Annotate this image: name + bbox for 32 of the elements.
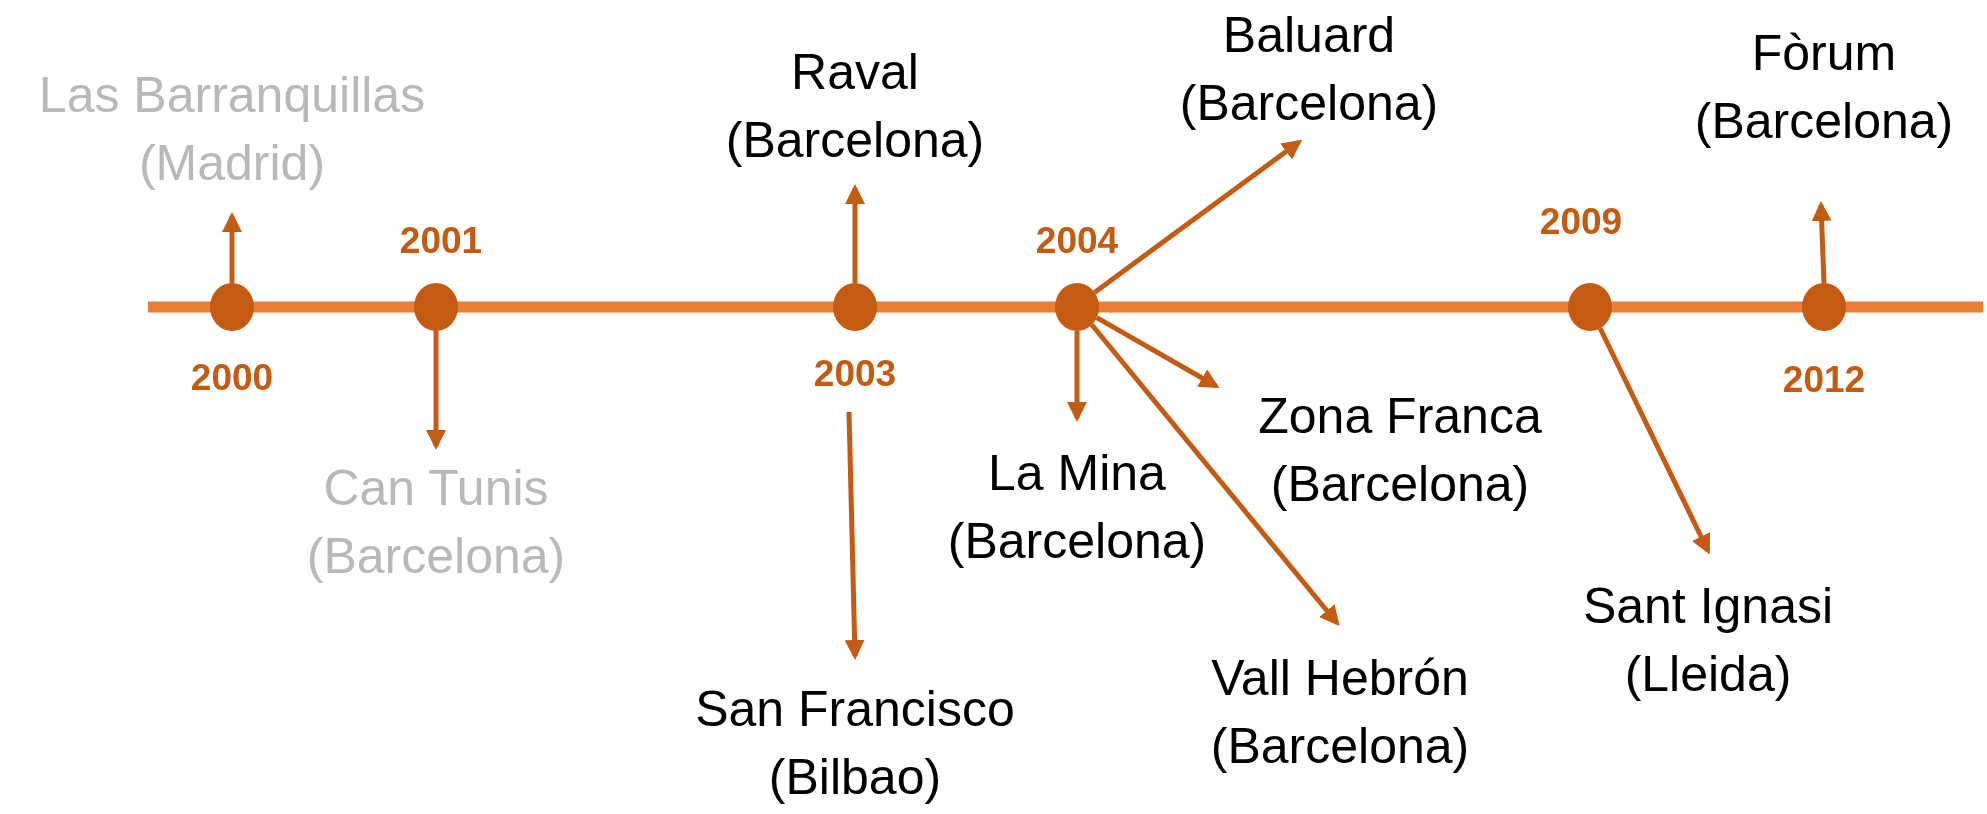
year-label: 2000 xyxy=(190,357,274,399)
timeline-dot xyxy=(1055,283,1099,331)
timeline-dot xyxy=(414,283,458,331)
year-label: 2001 xyxy=(399,220,483,262)
place-label: Las Barranquillas (Madrid) xyxy=(37,66,427,193)
place-label: Can Tunis (Barcelona) xyxy=(305,459,567,586)
year-label: 2012 xyxy=(1782,359,1866,401)
place-label: Sant Ignasi (Lleida) xyxy=(1581,577,1835,704)
arrow xyxy=(1811,201,1832,284)
place-label: La Mina (Barcelona) xyxy=(946,444,1208,571)
place-label: San Francisco (Bilbao) xyxy=(694,680,1016,807)
arrow xyxy=(1067,331,1087,422)
arrow xyxy=(426,331,446,450)
arrow xyxy=(222,212,242,283)
place-label: Fòrum (Barcelona) xyxy=(1693,24,1955,151)
year-label: 2004 xyxy=(1035,220,1119,262)
year-label: 2009 xyxy=(1539,201,1623,243)
place-label: Zona Franca (Barcelona) xyxy=(1257,387,1543,514)
place-label: Raval (Barcelona) xyxy=(724,43,986,170)
timeline-dot xyxy=(833,283,877,331)
arrow xyxy=(1089,323,1340,627)
arrow xyxy=(844,411,865,660)
timeline-dot xyxy=(210,283,254,331)
place-label: Baluard (Barcelona) xyxy=(1178,6,1440,133)
timeline-dot xyxy=(1568,283,1612,331)
arrow xyxy=(1597,327,1711,555)
place-label: Vall Hebrón (Barcelona) xyxy=(1209,649,1471,776)
arrow xyxy=(845,184,865,283)
year-label: 2003 xyxy=(813,353,897,395)
arrow xyxy=(1093,139,1303,295)
arrow xyxy=(1095,315,1220,389)
timeline-dot xyxy=(1802,283,1846,331)
